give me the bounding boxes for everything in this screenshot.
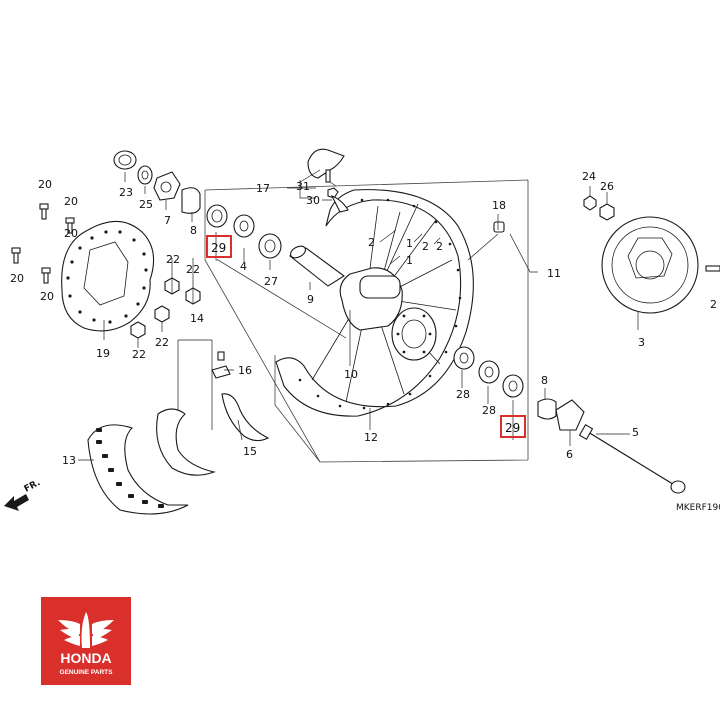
disc-bolts [11,203,75,284]
callout-numbers: 1 1 2 2 2 3 4 5 6 7 8 8 9 10 11 12 13 14… [10,170,717,467]
callout-28a: 28 [456,388,470,401]
callout-3: 3 [638,336,645,349]
callout-27: 27 [264,275,278,288]
callout-2-sprocket: 2 [710,298,717,311]
callout-15: 15 [243,445,257,458]
logo-tagline: GENUINE PARTS [60,669,114,676]
leader-lines [78,169,639,461]
tire [87,424,189,515]
callout-9: 9 [307,293,314,306]
callout-22c: 22 [132,348,146,361]
direction-label: FR. [23,478,42,495]
diagram-code: MKERF190 [676,503,720,513]
honda-wing-icon [58,612,114,648]
callout-30: 30 [306,194,320,207]
honda-genuine-parts-logo: HONDA GENUINE PARTS [41,597,131,685]
direction-arrow-icon [4,494,29,511]
callout-6: 6 [566,448,573,461]
callout-29b: 29 [505,421,520,435]
highlight-boxes [206,235,526,438]
callout-20e: 20 [64,227,78,240]
callout-7: 7 [164,214,171,227]
callout-23: 23 [119,186,133,199]
callout-29a: 29 [211,241,226,255]
callout-19: 19 [96,347,110,360]
callout-18: 18 [492,199,506,212]
callout-22b: 22 [186,263,200,276]
highlight-box-29-right [500,415,526,438]
callout-11: 11 [547,267,561,280]
left-spacer-parts [113,150,201,214]
callout-10: 10 [344,368,358,381]
nut-18 [493,221,505,233]
callout-12: 12 [364,431,378,444]
callout-1a: 1 [406,254,413,267]
callout-2b: 2 [422,240,429,253]
callout-20b: 20 [64,195,78,208]
distance-collar [288,245,345,287]
assembly-frame [204,179,529,463]
callout-2c: 2 [436,240,443,253]
callout-26: 26 [600,180,614,193]
left-bearings [206,204,282,259]
callout-8b: 8 [541,374,548,387]
callout-24: 24 [582,170,596,183]
callout-4: 4 [240,260,247,273]
callout-14: 14 [190,312,204,325]
logo-brand: HONDA [60,650,111,666]
callout-17: 17 [256,182,270,195]
callout-20a: 20 [38,178,52,191]
callout-22a: 22 [166,253,180,266]
callout-16: 16 [238,364,252,377]
right-bearings [453,346,524,398]
tube-and-rim-band [156,351,270,476]
wheel-hub [339,267,437,361]
callout-31: 31 [296,180,310,193]
highlight-box-29-left [206,235,232,258]
callout-8a: 8 [190,224,197,237]
callout-28b: 28 [482,404,496,417]
front-direction-indicator: FR. [4,478,42,511]
callout-20d: 20 [40,290,54,303]
callout-20c: 20 [10,272,24,285]
callout-5: 5 [632,426,639,439]
sprocket [601,216,699,314]
callout-25: 25 [139,198,153,211]
callout-1b: 1 [406,237,413,250]
rim-lock [307,148,349,213]
callout-13: 13 [62,454,76,467]
brake-disc [61,220,155,332]
axle-parts [537,398,686,494]
callout-22d: 22 [155,336,169,349]
callout-2a: 2 [368,236,375,249]
